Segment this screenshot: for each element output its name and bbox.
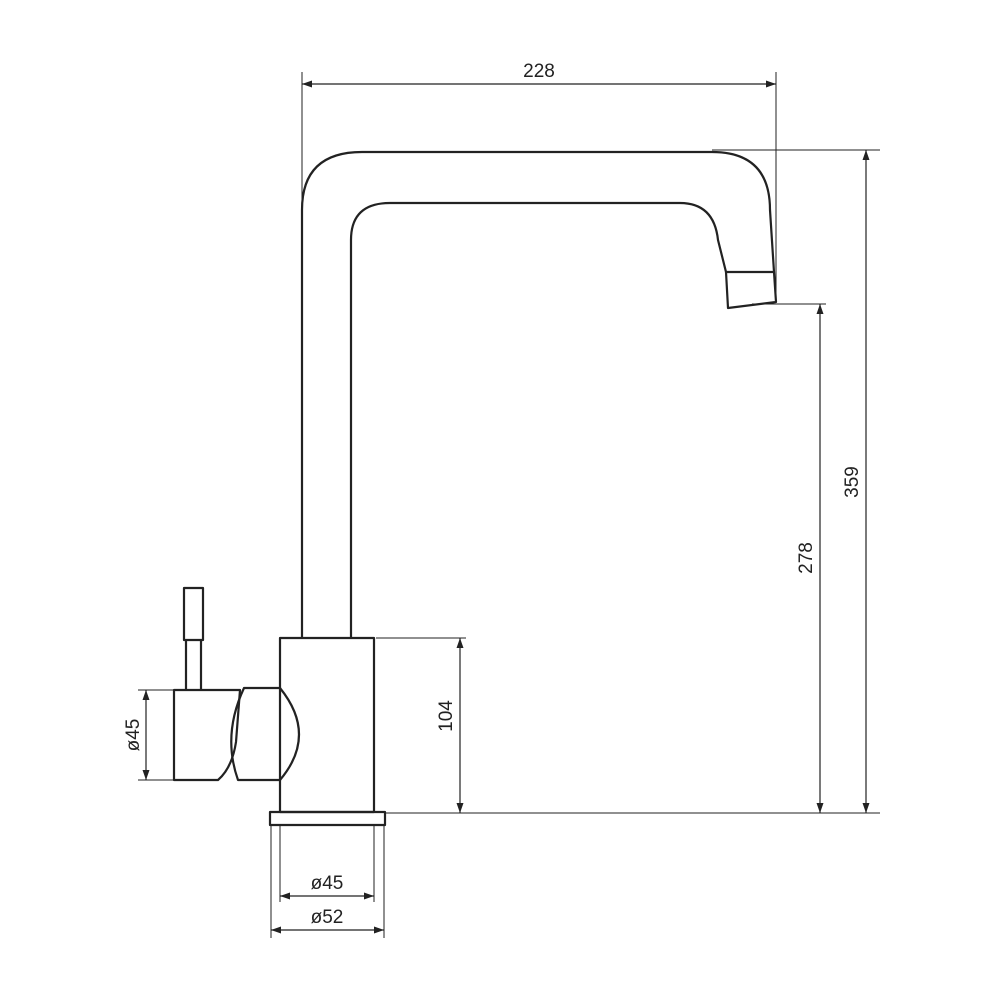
aerator [724,270,778,310]
dim-label-spout-clearance: 278 [796,542,817,574]
base-plate [268,810,387,827]
dim-label-handle-diameter: ø45 [123,719,144,752]
dim-label-base-diameter: ø52 [311,907,344,928]
dim-label-spout-reach: 228 [523,61,555,82]
dimension-lines [142,80,870,934]
handle-hub [172,688,242,782]
spout-outer-contour [300,150,776,638]
extension-lines [138,72,880,938]
faucet-body [278,636,376,814]
faucet-outline [172,150,778,827]
dim-label-body-height: 104 [436,700,457,732]
handle-dome [230,686,300,782]
lever-tip [182,586,205,642]
spout-inner-contour [349,201,728,638]
dim-label-total-height: 359 [842,466,863,498]
dim-label-body-diameter: ø45 [311,873,344,894]
